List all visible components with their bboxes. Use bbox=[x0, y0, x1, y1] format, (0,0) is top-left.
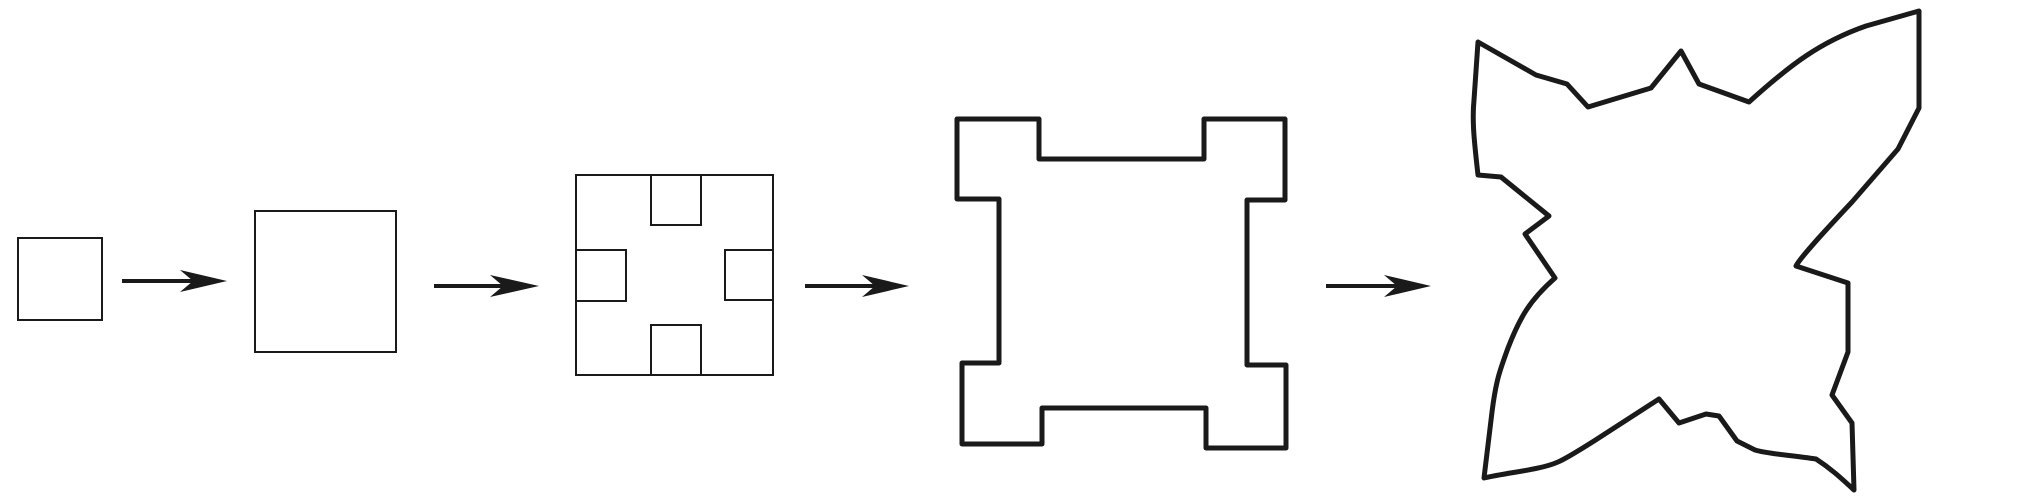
stage-3-tiled-square bbox=[575, 174, 774, 376]
stage-3-outer-square bbox=[575, 174, 774, 376]
arrow-4 bbox=[1326, 275, 1431, 297]
stage-5-irregular-outline bbox=[1470, 8, 1922, 493]
tile-top bbox=[650, 174, 702, 226]
stage-1-small-square bbox=[17, 237, 103, 321]
arrow-1 bbox=[122, 270, 227, 292]
tile-left bbox=[575, 249, 627, 302]
stage-2-large-square bbox=[254, 210, 397, 353]
stage-4-stepped-outline bbox=[954, 116, 1289, 451]
tile-right-empty bbox=[724, 249, 774, 301]
arrow-3 bbox=[805, 275, 909, 297]
tile-bottom bbox=[650, 324, 702, 376]
arrow-2 bbox=[434, 275, 539, 297]
